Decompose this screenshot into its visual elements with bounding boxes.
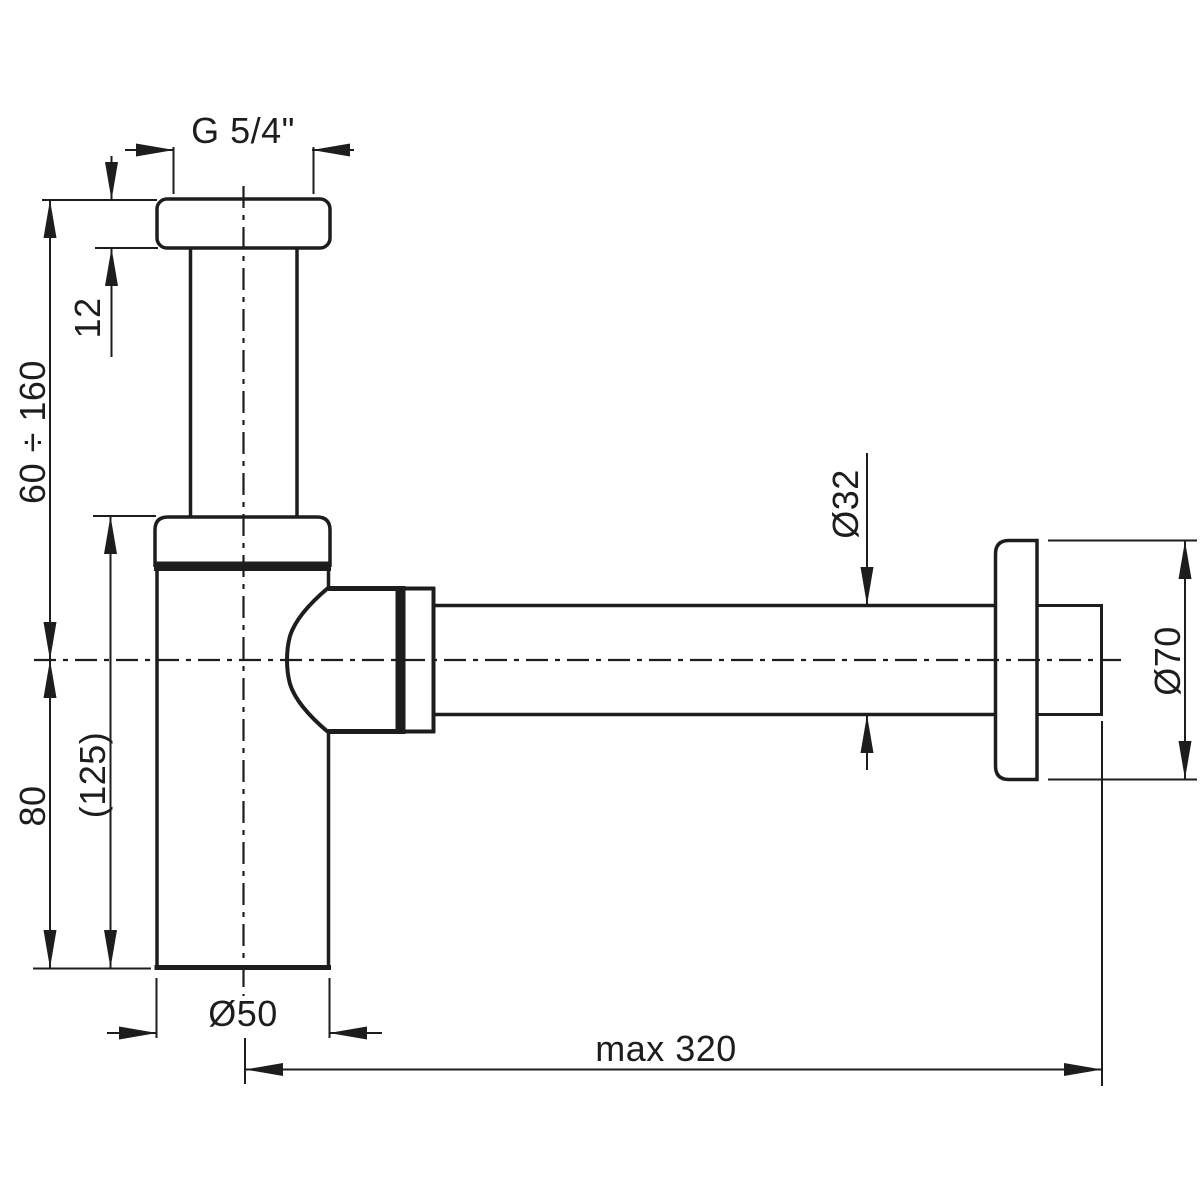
dimension-max-length: max 320 [244,721,1103,1086]
arrowhead-up [43,200,57,238]
arrowhead-left [329,1026,367,1040]
flange-thickness-label: 12 [67,297,108,338]
wall-pipe-end [1037,604,1103,716]
outlet-bulge [284,586,330,734]
arrowhead-up [104,516,117,554]
max-length-label: max 320 [595,1028,737,1069]
body-cap [153,515,332,567]
arrowhead-left [245,1063,283,1076]
arrowhead-up [860,715,874,753]
nut-collar-band [395,586,406,734]
dimension-pipe-diameter: Ø32 [825,453,874,770]
cup-diameter-label: Ø50 [208,993,278,1034]
centerlines [34,186,1121,996]
pipe-diameter-label: Ø32 [825,469,866,539]
arrowhead-right [136,143,174,157]
dimension-body-height: 80 [12,660,57,968]
arrowhead-up [43,660,57,698]
overall-height-label: (125) [72,732,113,819]
dimension-rosette-diameter: Ø70 [1048,539,1197,781]
arrowhead-down [104,930,117,968]
cap-joint-band [154,561,331,571]
dimension-flange-thickness: 12 [42,156,158,357]
arrowhead-down [43,622,57,660]
arrowhead-down [860,567,874,605]
top-flange [155,197,332,250]
arrowhead-left [312,143,350,157]
body-height-label: 80 [12,785,53,826]
dimension-overall-height: (125) [33,515,156,970]
arrowhead-up [1178,541,1192,579]
dimension-cup-diameter: Ø50 [107,978,382,1040]
arrowhead-down [105,162,118,200]
thread-size-label: G 5/4" [191,110,295,151]
arrowhead-right [119,1026,157,1040]
wall-rosette [993,538,1039,782]
arrowhead-up [105,248,118,286]
arrowhead-down [1178,741,1192,779]
arrowhead-right [1064,1063,1102,1076]
part-outlines [153,197,1103,970]
dimension-thread-size: G 5/4" [125,110,354,194]
arrowhead-down [43,930,57,968]
dimension-adjustable-height: 60 ÷ 160 [12,200,57,660]
rosette-diameter-label: Ø70 [1147,626,1188,696]
adjustable-height-label: 60 ÷ 160 [12,360,53,504]
